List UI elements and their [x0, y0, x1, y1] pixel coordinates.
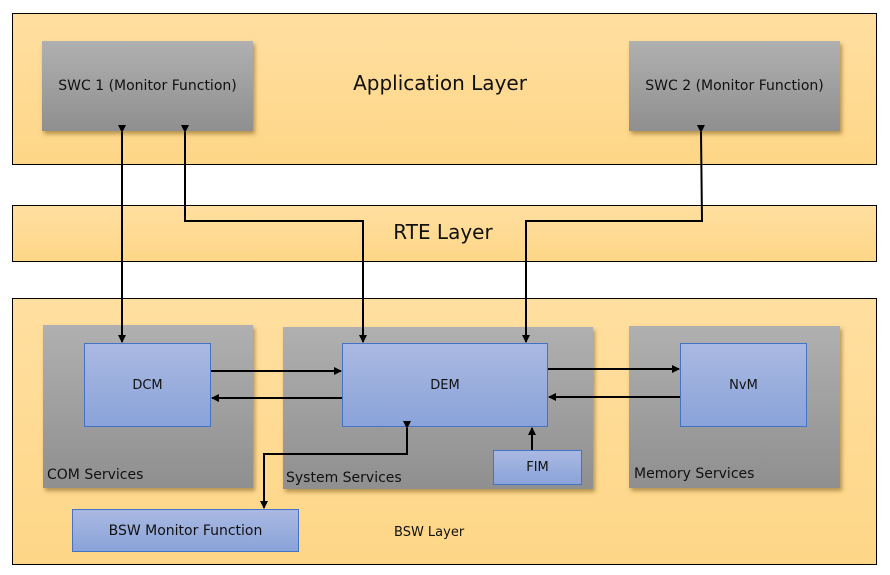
- nvm-label: NvM: [729, 377, 758, 393]
- system-services-label: System Services: [286, 470, 402, 486]
- bsw-monitor-function-label: BSW Monitor Function: [108, 522, 263, 539]
- swc1-label: SWC 1 (Monitor Function): [58, 78, 237, 94]
- application-layer-label: Application Layer: [353, 71, 527, 95]
- fim-label: FIM: [526, 460, 549, 475]
- memory-services-label: Memory Services: [634, 466, 755, 482]
- bsw-monitor-function-module[interactable]: BSW Monitor Function: [72, 509, 299, 552]
- swc2-label: SWC 2 (Monitor Function): [645, 78, 824, 94]
- dcm-module[interactable]: DCM: [84, 343, 211, 427]
- dem-label: DEM: [430, 377, 460, 393]
- dem-module[interactable]: DEM: [342, 343, 548, 427]
- swc1-box[interactable]: SWC 1 (Monitor Function): [42, 41, 253, 131]
- nvm-module[interactable]: NvM: [680, 343, 807, 427]
- dcm-label: DCM: [132, 377, 163, 393]
- rte-layer-label: RTE Layer: [393, 220, 493, 244]
- rte-layer: [12, 205, 877, 262]
- bsw-layer-label: BSW Layer: [394, 525, 465, 540]
- com-services-label: COM Services: [47, 467, 144, 483]
- fim-module[interactable]: FIM: [493, 450, 582, 485]
- swc2-box[interactable]: SWC 2 (Monitor Function): [629, 41, 840, 131]
